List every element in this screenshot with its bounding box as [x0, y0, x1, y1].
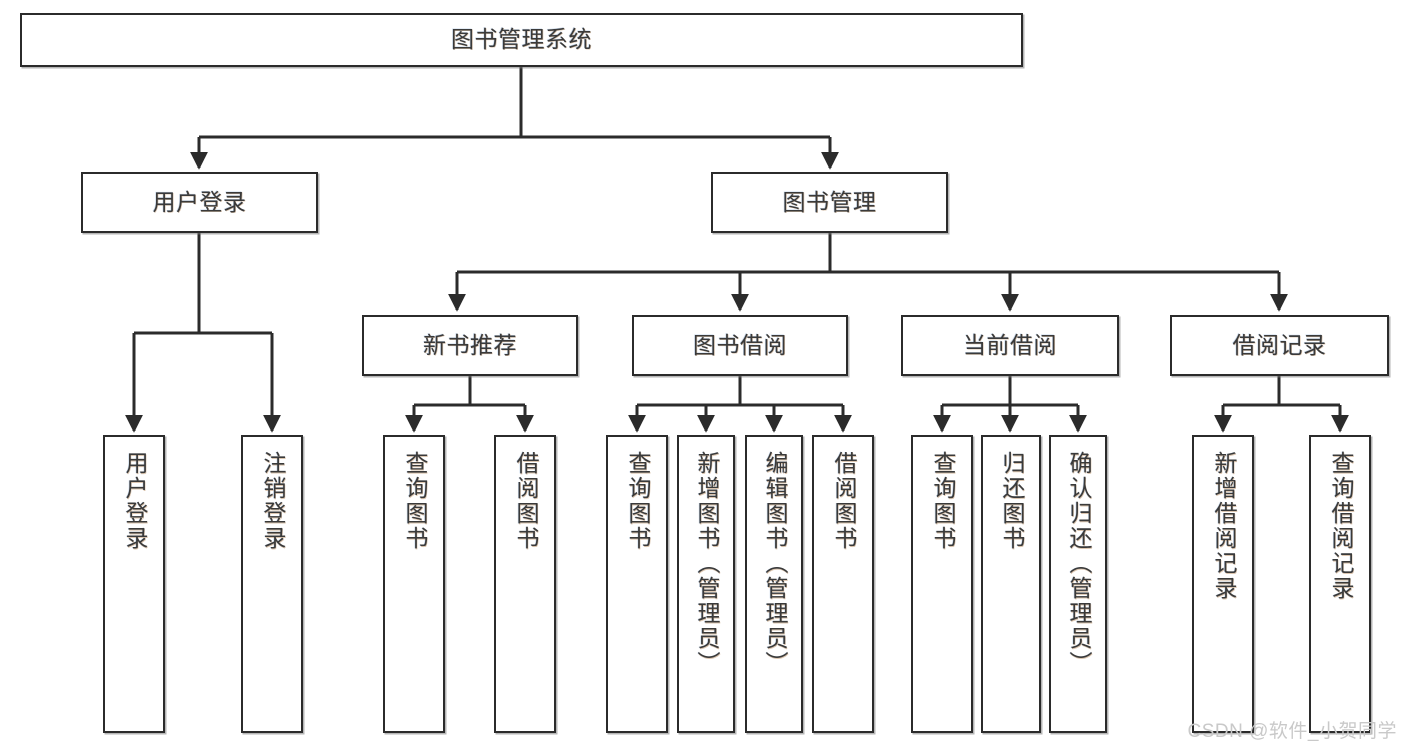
node-leaf-book-borrow-borrow[interactable]: 借阅图书	[812, 435, 874, 733]
node-leaf-new-book-query-label: 查询图书	[401, 451, 428, 551]
node-leaf-book-borrow-query-label: 查询图书	[624, 451, 651, 551]
node-leaf-book-borrow-borrow-label: 借阅图书	[830, 451, 857, 551]
node-leaf-current-borrow-confirm[interactable]: 确认归还（管理员）	[1049, 435, 1107, 733]
node-leaf-book-borrow-add[interactable]: 新增图书（管理员）	[677, 435, 735, 733]
node-new-book-recommend[interactable]: 新书推荐	[362, 315, 578, 376]
csdn-watermark: CSDN @软件_小贺同学	[1187, 721, 1397, 742]
node-borrow-record-label: 借阅记录	[1232, 331, 1327, 358]
node-leaf-book-borrow-edit-label: 编辑图书（管理员）	[761, 451, 788, 676]
node-leaf-book-borrow-edit[interactable]: 编辑图书（管理员）	[745, 435, 803, 733]
node-leaf-current-borrow-return[interactable]: 归还图书	[981, 435, 1041, 733]
node-leaf-borrow-record-query-label: 查询借阅记录	[1327, 451, 1354, 601]
node-current-borrow[interactable]: 当前借阅	[901, 315, 1119, 376]
node-leaf-new-book-borrow[interactable]: 借阅图书	[494, 435, 556, 733]
node-root-label: 图书管理系统	[451, 26, 592, 53]
node-leaf-new-book-borrow-label: 借阅图书	[512, 451, 539, 551]
node-leaf-user-login-logout-label: 注销登录	[259, 451, 286, 551]
node-leaf-book-borrow-add-label: 新增图书（管理员）	[693, 451, 720, 676]
node-leaf-borrow-record-add-label: 新增借阅记录	[1210, 451, 1237, 601]
node-leaf-borrow-record-add[interactable]: 新增借阅记录	[1192, 435, 1254, 733]
node-book-management-label: 图书管理	[782, 188, 877, 215]
node-leaf-user-login-logout[interactable]: 注销登录	[241, 435, 303, 733]
node-leaf-current-borrow-return-label: 归还图书	[998, 451, 1025, 551]
node-book-borrow-label: 图书借阅	[693, 331, 787, 358]
node-leaf-borrow-record-query[interactable]: 查询借阅记录	[1309, 435, 1371, 733]
node-leaf-current-borrow-confirm-label: 确认归还（管理员）	[1065, 451, 1092, 676]
node-borrow-record[interactable]: 借阅记录	[1170, 315, 1389, 376]
node-leaf-current-borrow-query-label: 查询图书	[929, 451, 956, 551]
node-leaf-new-book-query[interactable]: 查询图书	[383, 435, 445, 733]
node-book-management[interactable]: 图书管理	[711, 172, 948, 233]
node-book-borrow[interactable]: 图书借阅	[632, 315, 848, 376]
node-root-book-management-system[interactable]: 图书管理系统	[20, 13, 1023, 67]
node-current-borrow-label: 当前借阅	[963, 331, 1057, 358]
node-leaf-user-login-login-label: 用户登录	[121, 451, 148, 551]
node-new-book-recommend-label: 新书推荐	[423, 331, 517, 358]
node-leaf-current-borrow-query[interactable]: 查询图书	[911, 435, 973, 733]
node-user-login[interactable]: 用户登录	[81, 172, 318, 233]
node-leaf-user-login-login[interactable]: 用户登录	[103, 435, 165, 733]
node-user-login-label: 用户登录	[152, 188, 247, 215]
node-leaf-book-borrow-query[interactable]: 查询图书	[606, 435, 668, 733]
